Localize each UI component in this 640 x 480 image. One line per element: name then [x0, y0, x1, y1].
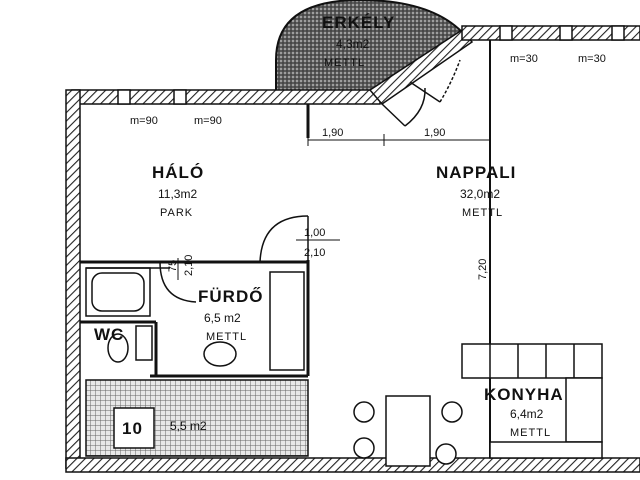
chair	[441, 401, 463, 423]
kitchen-name: KONYHA	[484, 385, 564, 404]
window-living-b	[559, 25, 573, 41]
window-label-m30-b: m=30	[578, 53, 606, 65]
bedroom-floor-type: PARK	[160, 207, 193, 219]
wall-bottom	[65, 457, 640, 473]
dining-table	[385, 395, 431, 467]
window-bedroom-a	[117, 89, 131, 105]
living-name: NAPPALI	[436, 163, 516, 182]
living-area: 32,0m2	[460, 187, 500, 201]
living-length-label: 7,20	[477, 259, 489, 280]
wc-fixtures	[107, 325, 153, 363]
chair	[435, 443, 457, 465]
window-bedroom-b	[173, 89, 187, 105]
interior-walls	[80, 40, 491, 458]
kitchen-counter	[461, 343, 603, 459]
bath-door-height-label: 2,10	[183, 255, 195, 276]
span-right-label: 1,90	[424, 127, 445, 139]
bathroom-name: FÜRDŐ	[198, 287, 263, 306]
exterior-walls	[65, 25, 640, 473]
bedroom-area: 11,3m2	[158, 187, 197, 201]
kitchen-area: 6,4m2	[510, 407, 544, 421]
living-floor-type: METTL	[462, 207, 503, 219]
balcony-name: ERKÉLY	[322, 13, 395, 32]
balcony-area: 4,3m2	[336, 37, 370, 51]
kitchen-floor-type: METTL	[510, 427, 551, 439]
balcony-door	[381, 59, 461, 127]
door-width-label: 1,00	[304, 227, 325, 239]
chair	[353, 401, 375, 423]
bedroom-name: HÁLÓ	[152, 163, 204, 182]
washbasin	[203, 341, 237, 367]
windows	[117, 25, 625, 105]
wall-diagonal	[368, 29, 474, 106]
bathtub	[85, 267, 305, 371]
balcony	[275, 0, 464, 93]
window-living-c	[611, 25, 625, 41]
dimension-lines	[177, 134, 491, 280]
storage-box	[113, 407, 155, 449]
door-height-label: 2,10	[304, 247, 325, 259]
window-living-a	[499, 25, 513, 41]
window-label-m90-a: m=90	[130, 115, 158, 127]
chair	[353, 437, 375, 459]
balcony-floor	[275, 0, 464, 93]
balcony-floor-type: METTL	[324, 57, 365, 69]
bathroom-area: 6,5 m2	[204, 311, 241, 325]
bathroom-floor-type: METTL	[206, 331, 247, 343]
wall-left	[65, 89, 81, 469]
wc-name: WC	[94, 325, 124, 344]
storage-number: 10	[122, 419, 143, 438]
storage-area: 5,5 m2	[170, 419, 207, 433]
span-left-label: 1,90	[322, 127, 343, 139]
dining-set	[353, 395, 463, 467]
window-label-m30-a: m=30	[510, 53, 538, 65]
bath-door-width-label: 75	[167, 260, 179, 272]
bedroom-door	[259, 215, 309, 263]
window-label-m90-b: m=90	[194, 115, 222, 127]
bathroom-door	[159, 261, 197, 303]
